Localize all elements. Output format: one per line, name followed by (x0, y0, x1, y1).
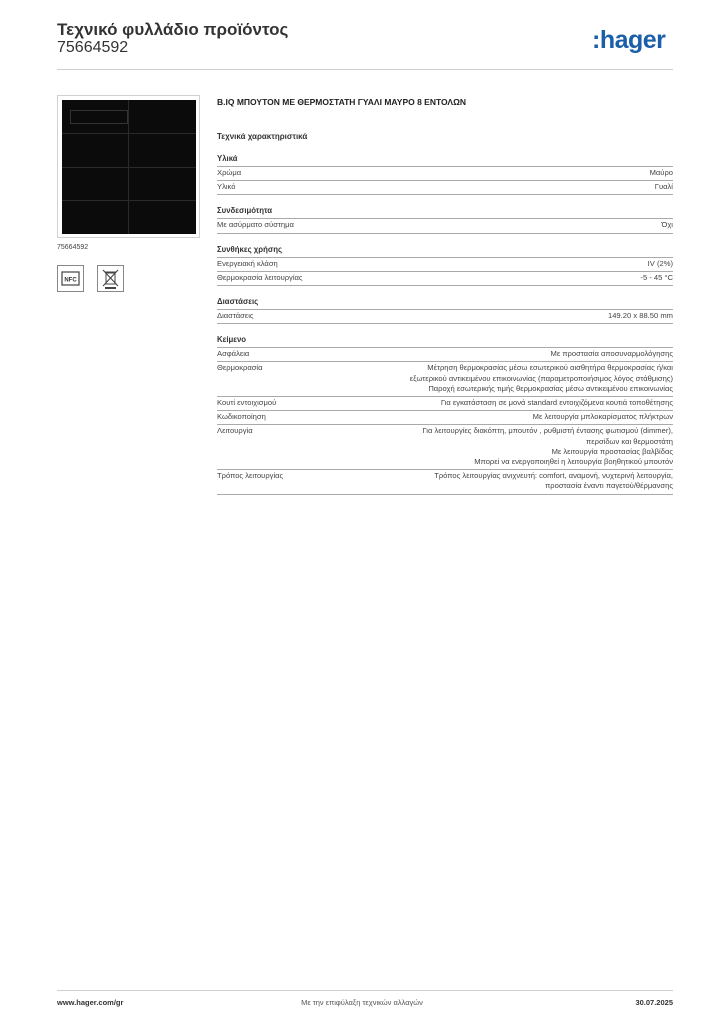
spec-label: Τρόπος λειτουργίας (217, 471, 284, 481)
section-title: Κείμενο (217, 335, 673, 349)
spec-label: Ενεργειακή κλάση (217, 258, 278, 268)
spec-row: Ασφάλεια Με προστασία αποσυναρμολόγησης (217, 348, 674, 363)
panel-divider (62, 167, 196, 168)
spec-value: Μέτρηση θερμοκρασίας μέσω εσωτερικού αισ… (347, 363, 673, 394)
product-name: B.IQ ΜΠΟΥΤΟΝ ΜΕ ΘΕΡΜΟΣΤΑΤΗ ΓΥΑΛΙ ΜΑΥΡΟ 8… (217, 97, 467, 107)
spec-value-line: 149.20 x 88.50 mm (607, 311, 673, 321)
product-code: 75664592 (57, 244, 89, 251)
footer-website: www.hager.com/gr (57, 998, 124, 1007)
nfc-icon: NFC (57, 265, 84, 292)
section-title: Υλικά (217, 154, 673, 167)
thermostat-display (70, 110, 128, 124)
document-title: Τεχνικό φυλλάδιο προϊόντος (57, 20, 289, 39)
section-title: Συνθήκες χρήσης (217, 245, 673, 258)
spec-value-line: -5 - 45 °C (640, 272, 673, 282)
nfc-icon-text: NFC (64, 278, 77, 284)
spec-value-line: Μαύρο (649, 168, 673, 177)
footer-date: 30.07.2025 (635, 998, 673, 1007)
spec-row: Υλικό Γυαλί (217, 181, 673, 196)
spec-row: Θερμοκρασία Μέτρηση θερμοκρασίας μέσω εσω… (217, 362, 673, 398)
spec-label: Υλικό (217, 182, 236, 192)
footer-divider (57, 990, 673, 991)
footer-notice: Με την επιφύλαξη τεχνικών αλλαγών (301, 998, 423, 1007)
spec-label: Διαστάσεις (217, 311, 254, 321)
spec-row: Χρώμα Μαύρο (217, 167, 673, 182)
spec-value: IV (2%) (347, 259, 673, 269)
spec-row: Θερμοκρασία λειτουργίας -5 - 45 °C (217, 272, 673, 287)
spec-label: Κουτί εντοιχισμού (217, 398, 277, 408)
spec-label: Θερμοκρασία λειτουργίας (217, 272, 303, 282)
spec-value-line: IV (2%) (647, 258, 673, 268)
spec-row: Κωδικοποίηση Με λειτουργία μπλοκαρίσματος… (217, 411, 673, 426)
panel-divider (128, 100, 129, 234)
spec-value-line: Για εγκατάσταση σε μονά standard εντοιχι… (440, 398, 673, 408)
spec-label: Με ασύρματο σύστημα (217, 220, 294, 230)
spec-row: Ενεργειακή κλάση IV (2%) (217, 258, 673, 272)
spec-row: Κουτί εντοιχισμού Για εγκατάσταση σε μονά… (217, 397, 673, 412)
spec-value-line: Μπορεί να ενεργοποιηθεί η λειτουργία βοη… (474, 457, 673, 467)
spec-value-line: Μέτρηση θερμοκρασίας μέσω εσωτερικού αισ… (427, 363, 673, 373)
spec-label: Θερμοκρασία (217, 363, 263, 373)
spec-value-line: Με λειτουργία προστασίας βαλβίδας (551, 446, 673, 456)
spec-label: Ασφάλεια (217, 349, 250, 359)
product-image (57, 95, 200, 238)
panel-divider (62, 133, 196, 134)
spec-value-line: περσίδων και θερμοστάτη (586, 436, 673, 446)
spec-value-line: προστασία έναντι παγετού/θέρμανσης (545, 481, 673, 491)
spec-row: Με ασύρματο σύστημα Όχι (217, 219, 673, 234)
spec-value: Γυαλί (347, 182, 673, 192)
spec-value-line: Για λειτουργίες διακόπτη, μπουτόν , ρυθμ… (422, 426, 673, 436)
tech-specs-heading: Τεχνικά χαρακτηριστικά (217, 132, 308, 141)
spec-label: Λειτουργία (217, 426, 253, 436)
spec-value-line: Γυαλί (654, 182, 673, 192)
spec-value: Μαύρο (347, 168, 673, 178)
product-panel (62, 100, 196, 234)
spec-label: Χρώμα (217, 168, 242, 177)
spec-row: Διαστάσεις 149.20 x 88.50 mm (217, 310, 673, 325)
header-divider (57, 69, 673, 70)
spec-value: Για λειτουργίες διακόπτη, μπουτόν , ρυθμ… (347, 426, 673, 467)
spec-value-line: Με λειτουργία μπλοκαρίσματος πλήκτρων (532, 412, 673, 422)
hager-logo: :hager (592, 26, 666, 54)
spec-row: Λειτουργία Για λειτουργίες διακόπτη, μπου… (217, 425, 673, 471)
spec-value-line: Με προστασία αποσυναρμολόγησης (550, 349, 674, 359)
spec-value-line: Παροχή εσωτερικής τιμής θερμοκρασίας μέσ… (428, 383, 673, 393)
spec-value-line: εξωτερικού αντικειμένου επικοινωνίας (πα… (409, 373, 673, 383)
spec-value: Για εγκατάσταση σε μονά standard εντοιχι… (347, 398, 673, 408)
spec-row: Τρόπος λειτουργίας Τρόπος λειτουργίας ανι… (217, 470, 673, 495)
spec-value: Με λειτουργία μπλοκαρίσματος πλήκτρων (347, 412, 673, 422)
product-number: 75664592 (57, 39, 129, 56)
section-title: Διαστάσεις (217, 297, 673, 311)
spec-value: Όχι (347, 220, 673, 230)
spec-label: Κωδικοποίηση (217, 412, 266, 422)
spec-value: 149.20 x 88.50 mm (347, 311, 673, 321)
section-title: Συνδεσιμότητα (217, 206, 673, 220)
weee-bin-icon (97, 265, 124, 292)
spec-value: Τρόπος λειτουργίας ανιχνευτή: comfort, α… (347, 471, 673, 491)
panel-divider (62, 200, 196, 201)
spec-value-line: Όχι (661, 220, 673, 230)
spec-value: Με προστασία αποσυναρμολόγησης (347, 349, 674, 359)
spec-value-line: Τρόπος λειτουργίας ανιχνευτή: comfort, α… (434, 471, 673, 481)
spec-value: -5 - 45 °C (347, 273, 673, 283)
